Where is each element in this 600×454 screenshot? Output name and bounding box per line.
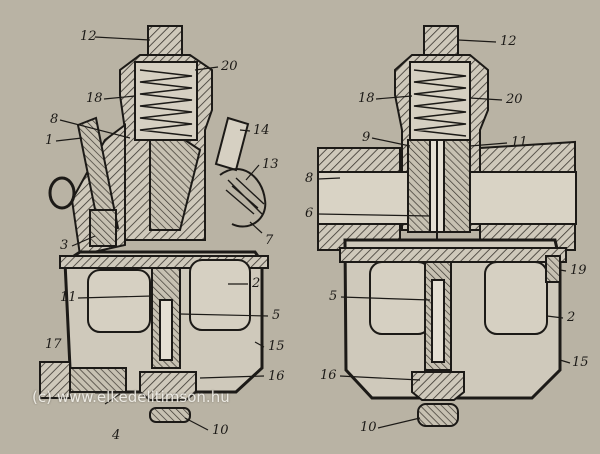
right-float-b: [484, 261, 548, 335]
left-top-cap: [147, 25, 183, 57]
left-label-1: 1: [45, 133, 54, 148]
right-jet: [431, 279, 445, 363]
left-label-13: 13: [262, 157, 279, 172]
left-label-20: 20: [221, 59, 238, 74]
left-ring: [48, 176, 76, 210]
left-drain-plug: [149, 407, 191, 423]
left-label-7: 7: [265, 233, 274, 248]
right-label-12: 12: [500, 34, 517, 49]
left-label-5: 5: [272, 308, 281, 323]
left-inlet-fitting: [69, 367, 127, 393]
left-float-b: [189, 259, 251, 331]
right-bowl-flange: [339, 247, 567, 263]
left-label-10: 10: [212, 423, 229, 438]
left-tickler-tube: [76, 116, 120, 236]
right-label-19: 19: [570, 263, 587, 278]
left-label-8: 8: [50, 112, 59, 127]
leader-lines: [55, 36, 571, 431]
right-label-16: 16: [320, 368, 337, 383]
left-label-16: 16: [268, 369, 285, 384]
left-label-11: 11: [60, 290, 77, 305]
right-label-11: 11: [511, 135, 528, 150]
left-label-17: 17: [45, 337, 62, 352]
left-nozzle: [214, 116, 250, 172]
left-carburetor-section: [39, 25, 269, 423]
left-label-12: 12: [80, 29, 97, 44]
right-base: [411, 371, 465, 401]
right-label-2: 2: [567, 310, 576, 325]
right-label-8: 8: [305, 171, 314, 186]
right-label-15: 15: [572, 355, 589, 370]
right-label-18: 18: [358, 91, 375, 106]
left-base: [139, 371, 197, 401]
right-label-20: 20: [506, 92, 523, 107]
left-label-3: 3: [60, 238, 69, 253]
right-carburetor-section: [317, 25, 577, 427]
right-fitting-19: [545, 255, 561, 283]
left-spring: [139, 69, 193, 137]
right-label-5: 5: [329, 289, 338, 304]
right-spring: [413, 69, 467, 137]
left-label-14: 14: [253, 123, 270, 138]
left-label-18: 18: [86, 91, 103, 106]
left-float-a: [87, 269, 151, 333]
left-label-4: 4: [112, 428, 121, 443]
right-label-9: 9: [362, 130, 371, 145]
right-label-10: 10: [360, 420, 377, 435]
right-top-cap: [423, 25, 459, 57]
right-drain-plug: [417, 403, 459, 427]
left-label-15: 15: [268, 339, 285, 354]
right-label-6: 6: [305, 206, 314, 221]
left-piston: [149, 139, 202, 231]
left-label-2: 2: [252, 276, 261, 291]
left-jet: [159, 299, 173, 361]
left-coil: [219, 168, 267, 228]
left-part-3: [89, 209, 117, 247]
copyright-watermark: (c) www.elkedelitimson.hu: [32, 388, 230, 406]
